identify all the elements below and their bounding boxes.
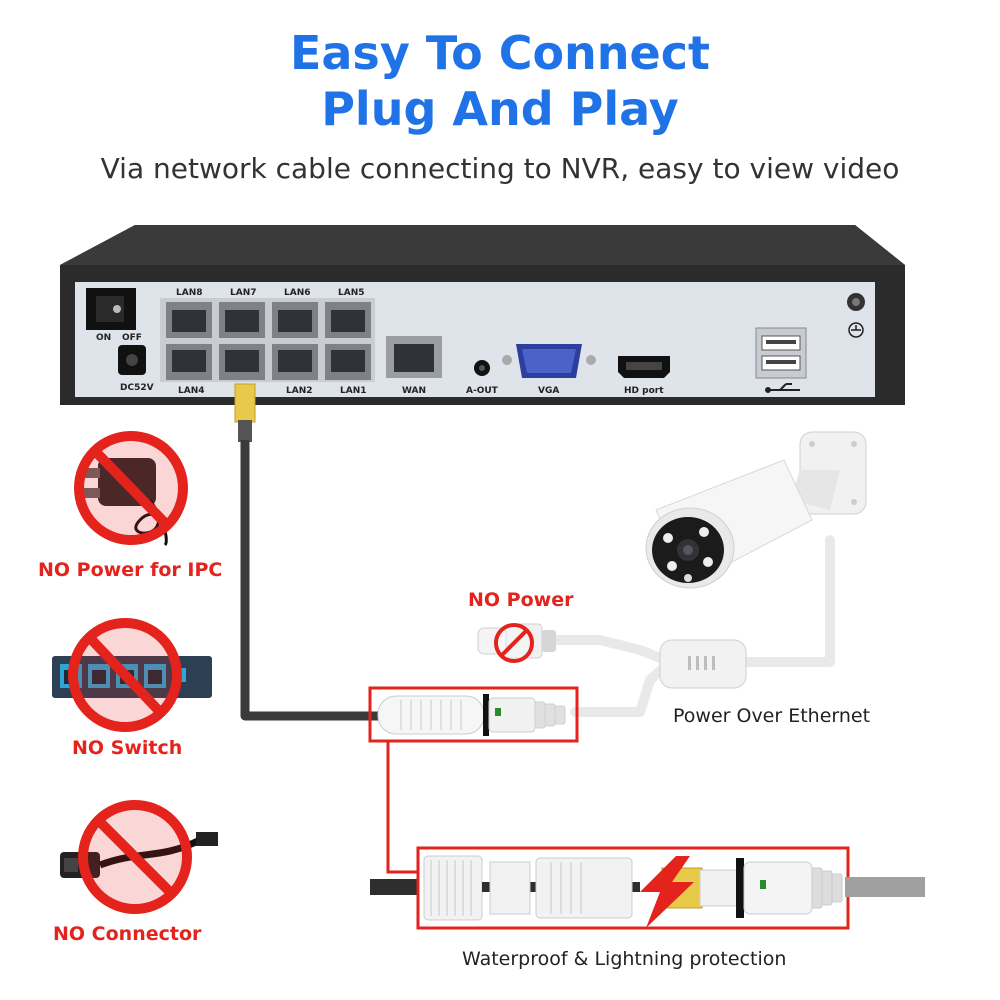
- page-title-line2: Plug And Play: [321, 82, 679, 136]
- no-connector-prohibit-icon: [78, 800, 192, 914]
- port-label-lan6: LAN6: [284, 288, 311, 298]
- no-connector-label: NO Connector: [53, 923, 202, 945]
- nvr-device: ON OFF DC52V LAN8 LAN7 LAN6 LAN5: [60, 225, 905, 405]
- aout-label: A-OUT: [466, 386, 499, 396]
- network-cable: [234, 383, 378, 721]
- port-label-lan7: LAN7: [230, 288, 257, 298]
- waterproof-label: Waterproof & Lightning protection: [462, 948, 787, 970]
- lightning-icon: [640, 856, 694, 928]
- port-label-lan2: LAN2: [286, 386, 313, 396]
- vga-port: [502, 344, 596, 378]
- lan-ports: LAN8 LAN7 LAN6 LAN5: [160, 288, 375, 396]
- poe-injector: [377, 694, 566, 736]
- no-power-ipc-label: NO Power for IPC: [38, 559, 223, 581]
- vga-label: VGA: [538, 386, 559, 396]
- switch-off-label: OFF: [122, 333, 142, 343]
- poe-splitter-box: [659, 639, 747, 689]
- red-connector-line: [386, 741, 418, 874]
- audio-out-port: [474, 360, 490, 376]
- port-label-lan8: LAN8: [176, 288, 203, 298]
- dc-label: DC52V: [120, 383, 154, 393]
- port-label-lan4: LAN4: [178, 386, 205, 396]
- page-subtitle: Via network cable connecting to NVR, eas…: [100, 152, 900, 185]
- hd-port-label: HD port: [624, 386, 664, 396]
- switch-on-label: ON: [96, 333, 111, 343]
- page-title-line1: Easy To Connect: [289, 26, 711, 80]
- port-label-lan1: LAN1: [340, 386, 367, 396]
- waterproof-assembly: [370, 846, 925, 930]
- bullet-camera: [645, 431, 867, 589]
- wan-label: WAN: [402, 386, 426, 396]
- no-power-label: NO Power: [468, 589, 574, 611]
- usb-icon: [765, 383, 800, 393]
- port-label-lan5: LAN5: [338, 288, 365, 298]
- no-switch-prohibit-icon: [68, 618, 182, 732]
- hdmi-port: [618, 356, 670, 378]
- poe-label: Power Over Ethernet: [673, 705, 871, 727]
- no-power-prohibit-icon: [494, 623, 534, 663]
- no-power-adapter-prohibit-icon: [74, 431, 188, 545]
- power-switch: [86, 288, 136, 330]
- ground-screw: [847, 293, 865, 338]
- wan-port: [386, 336, 442, 378]
- dc-jack: [118, 345, 146, 375]
- injector-highlight-box: [368, 686, 579, 743]
- usb-ports: [755, 327, 807, 379]
- no-switch-label: NO Switch: [72, 737, 183, 759]
